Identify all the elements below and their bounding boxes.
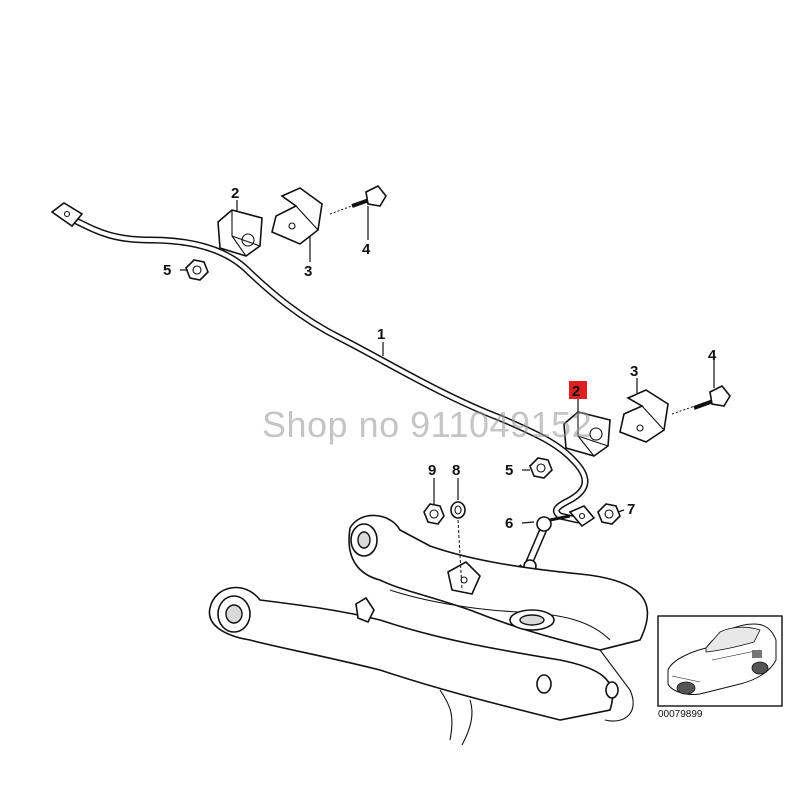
bolt-left	[329, 184, 387, 215]
bracket-right	[619, 389, 669, 443]
callout-2-left: 2	[231, 185, 239, 202]
callout-9: 9	[428, 462, 436, 479]
bolt-right	[671, 384, 731, 415]
callout-5-left: 5	[163, 262, 171, 279]
callout-8: 8	[452, 462, 460, 479]
bracket-left	[271, 187, 323, 245]
callout-labels: 2 3 4 5 1 2 3 4 5 6 7 8 9	[163, 185, 717, 532]
rubber-mounting-left	[217, 209, 263, 257]
leader-lines	[180, 200, 715, 591]
callout-4-right: 4	[708, 347, 717, 364]
callout-2-right: 2	[572, 383, 580, 400]
diagram-code: 00079899	[658, 709, 703, 720]
watermark: Shop no 911049152	[262, 404, 593, 445]
callout-1: 1	[377, 326, 385, 343]
stabilizer-bar	[50, 202, 596, 528]
callout-3-right: 3	[630, 363, 638, 380]
subframe-nut	[423, 503, 445, 525]
callout-7: 7	[627, 501, 635, 518]
link-nut	[597, 503, 621, 525]
car-icon	[667, 623, 777, 695]
callout-3-left: 3	[304, 263, 312, 280]
washer	[450, 501, 466, 519]
nut-right	[529, 457, 553, 479]
highlight-box	[569, 381, 587, 399]
callout-6: 6	[505, 515, 513, 532]
rear-axle-carrier	[208, 514, 649, 746]
callout-4-left: 4	[362, 241, 371, 258]
nut-left	[185, 259, 209, 281]
inset-thumbnail	[657, 615, 783, 707]
callout-5-right: 5	[505, 462, 513, 479]
